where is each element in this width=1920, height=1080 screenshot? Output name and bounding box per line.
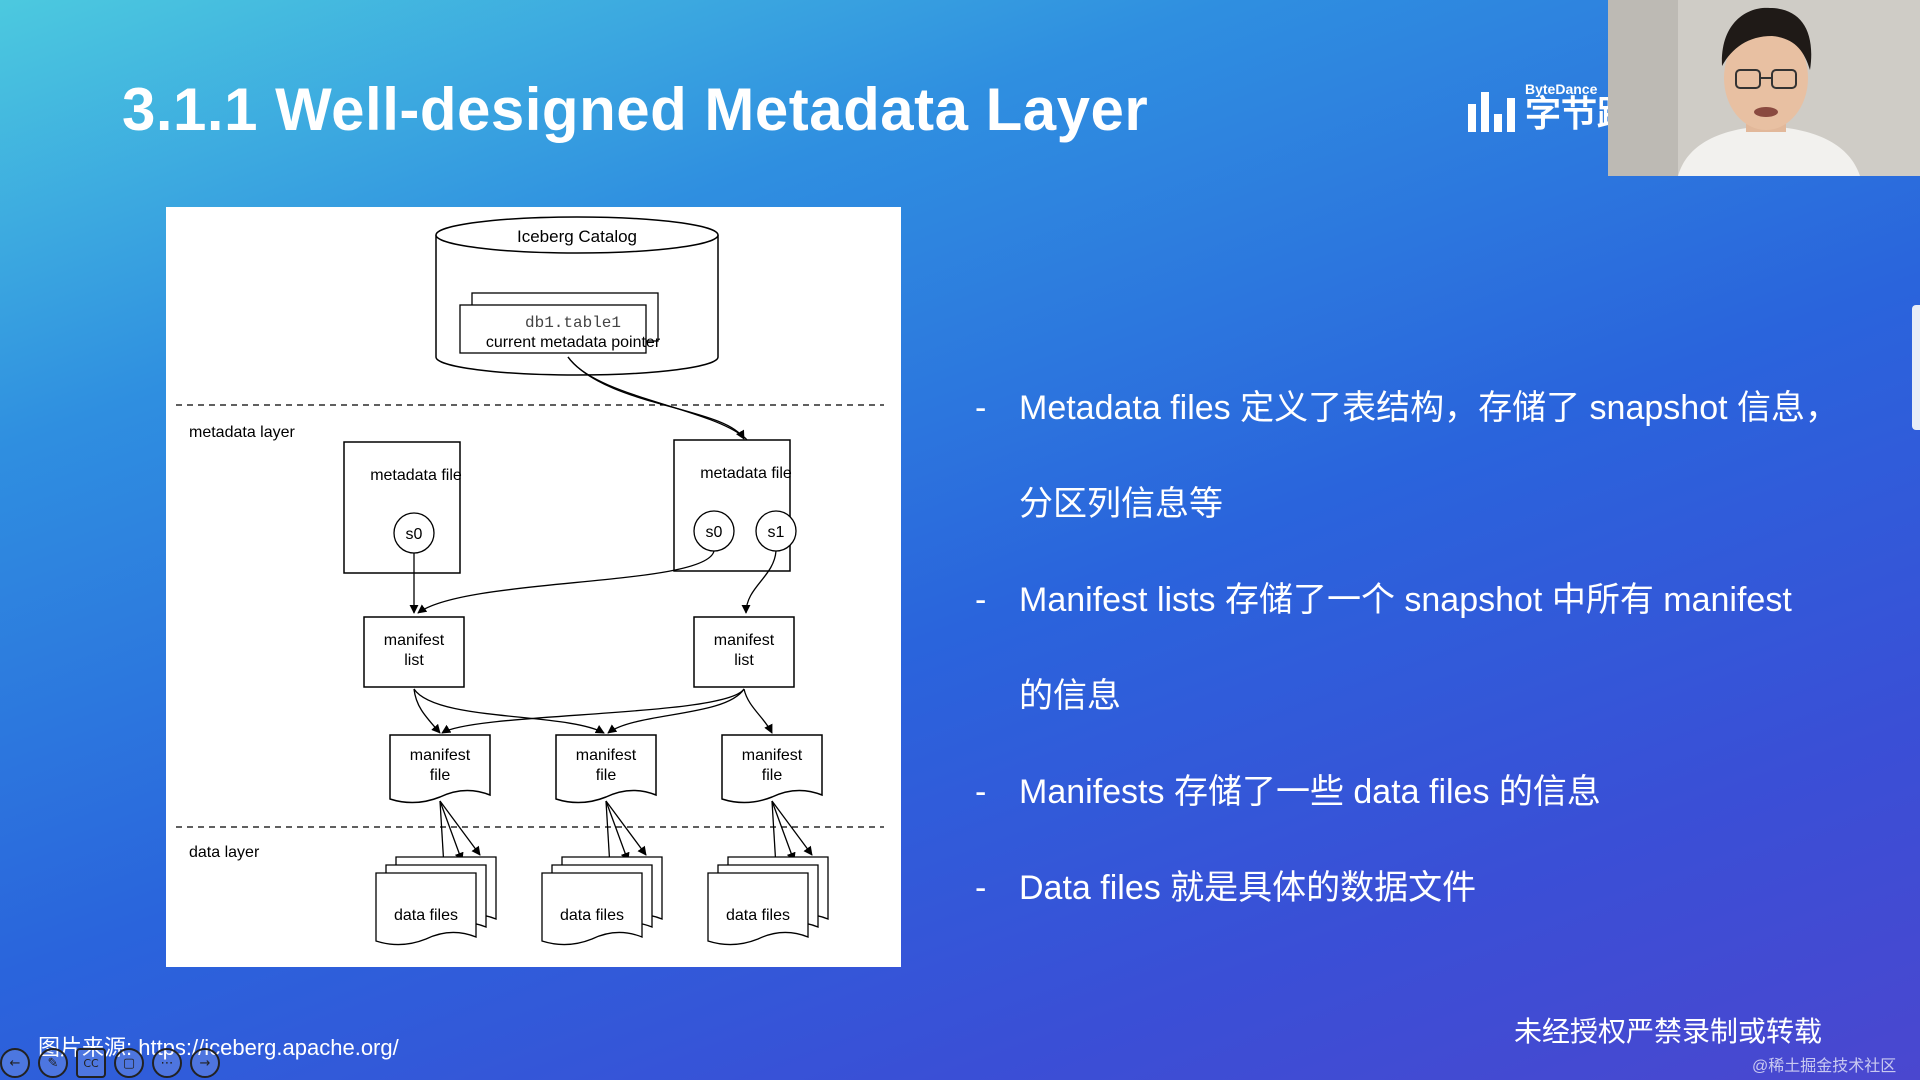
manifest-file-3-line1: manifest bbox=[742, 747, 803, 764]
bullet-item: - Manifest lists 存储了一个 snapshot 中所有 mani… bbox=[975, 552, 1855, 648]
manifest-file-2-line1: manifest bbox=[576, 747, 637, 764]
manifest-file-3-line2: file bbox=[762, 767, 783, 784]
metadata-file-right-label: metadata file bbox=[700, 465, 792, 482]
pen-icon[interactable]: ✎ bbox=[38, 1048, 68, 1078]
bullet-dash: - bbox=[975, 389, 987, 427]
bullet-dash: - bbox=[975, 581, 987, 619]
copyright-warning: 未经授权严禁录制或转载 bbox=[1514, 1016, 1823, 1047]
bullet-text: Data files 就是具体的数据文件 bbox=[1019, 869, 1477, 907]
manifest-file-2: manifest file bbox=[555, 734, 657, 804]
snapshot-s0-left: s0 bbox=[406, 526, 423, 543]
cc-icon[interactable]: CC bbox=[76, 1048, 106, 1078]
presenter-webcam bbox=[1608, 0, 1920, 176]
presenter-avatar bbox=[1608, 0, 1920, 176]
metadata-pointer-label: current metadata pointer bbox=[486, 334, 661, 351]
data-files-3: data files bbox=[707, 856, 829, 946]
bullet-text: Manifest lists 存储了一个 snapshot 中所有 manife… bbox=[1019, 581, 1792, 619]
manifest-list-left-line1: manifest bbox=[384, 632, 445, 649]
bullet-dash: - bbox=[975, 869, 987, 907]
manifest-list-right-line1: manifest bbox=[714, 632, 775, 649]
data-files-3-label: data files bbox=[726, 907, 790, 924]
manifest-file-1-line2: file bbox=[430, 767, 451, 784]
bullet-text: Manifests 存储了一些 data files 的信息 bbox=[1019, 773, 1601, 811]
bullet-dash: - bbox=[975, 773, 987, 811]
more-icon[interactable]: ⋯ bbox=[152, 1048, 182, 1078]
data-files-1: data files bbox=[375, 856, 497, 946]
bullet-item: - Metadata files 定义了表结构，存储了 snapshot 信息， bbox=[975, 360, 1855, 456]
iceberg-architecture-diagram: Iceberg Catalog db1.table1 current metad… bbox=[166, 207, 901, 967]
manifest-file-1: manifest file bbox=[389, 734, 491, 804]
catalog-label: Iceberg Catalog bbox=[517, 227, 637, 246]
data-files-1-label: data files bbox=[394, 907, 458, 924]
data-files-2: data files bbox=[541, 856, 663, 946]
manifest-list-left: manifest list bbox=[363, 616, 465, 688]
metadata-file-left: metadata file s0 bbox=[343, 441, 462, 574]
snapshot-s1: s1 bbox=[768, 524, 785, 541]
bullet-text: Metadata files 定义了表结构，存储了 snapshot 信息， bbox=[1019, 389, 1839, 427]
bullet-item: 分区列信息等 bbox=[975, 456, 1855, 552]
back-icon[interactable]: ← bbox=[0, 1048, 30, 1078]
bullet-item: - Data files 就是具体的数据文件 bbox=[975, 840, 1855, 936]
watermark: @稀土掘金技术社区 bbox=[1752, 1058, 1897, 1075]
table-name: db1.table1 bbox=[525, 314, 621, 332]
manifest-file-2-line2: file bbox=[596, 767, 617, 784]
manifest-file-1-line1: manifest bbox=[410, 747, 471, 764]
bullet-list: - Metadata files 定义了表结构，存储了 snapshot 信息，… bbox=[975, 360, 1855, 936]
manifest-list-left-line2: list bbox=[404, 652, 424, 669]
data-layer-label: data layer bbox=[189, 844, 260, 861]
side-scroll-handle[interactable] bbox=[1912, 305, 1920, 430]
logo-english: ByteDance bbox=[1525, 81, 1598, 97]
forward-icon[interactable]: → bbox=[190, 1048, 220, 1078]
iceberg-catalog: Iceberg Catalog db1.table1 current metad… bbox=[435, 216, 719, 376]
data-files-2-label: data files bbox=[560, 907, 624, 924]
manifest-list-right-line2: list bbox=[734, 652, 754, 669]
bullet-text: 的信息 bbox=[1019, 677, 1121, 715]
logo-bars-icon bbox=[1468, 92, 1515, 132]
bullet-item: 的信息 bbox=[975, 648, 1855, 744]
slide-title: 3.1.1 Well-designed Metadata Layer bbox=[122, 76, 1149, 143]
manifest-file-3: manifest file bbox=[721, 734, 823, 804]
manifest-list-right: manifest list bbox=[693, 616, 795, 688]
metadata-file-left-label: metadata file bbox=[370, 467, 462, 484]
snapshot-s0-right: s0 bbox=[706, 524, 723, 541]
metadata-layer-label: metadata layer bbox=[189, 424, 296, 441]
bullet-text: 分区列信息等 bbox=[1019, 485, 1223, 523]
bullet-item: - Manifests 存储了一些 data files 的信息 bbox=[975, 744, 1855, 840]
metadata-file-right: metadata file s0 s1 bbox=[673, 439, 797, 572]
player-controls: ← ✎ CC ▢ ⋯ → bbox=[0, 1048, 220, 1078]
camera-off-icon[interactable]: ▢ bbox=[114, 1048, 144, 1078]
